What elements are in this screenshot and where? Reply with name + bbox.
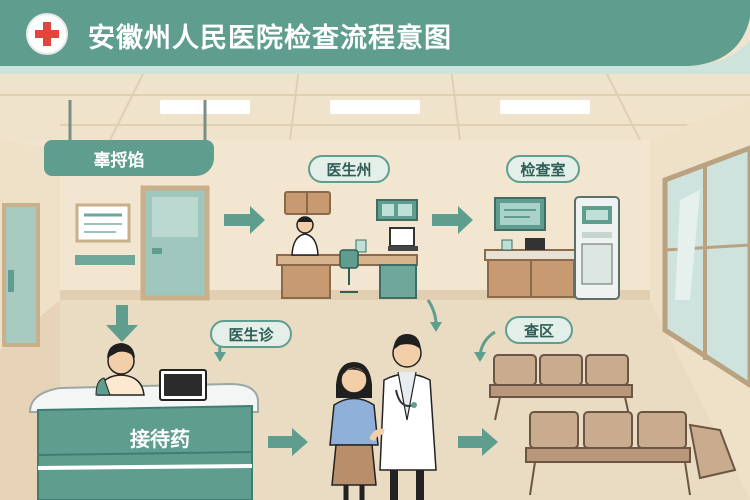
registration-sign: 辜捋馅 xyxy=(44,140,214,176)
ceiling-light xyxy=(500,100,590,114)
doctor-consult-pill: 医生诊 xyxy=(210,320,292,348)
waiting-area-label: 查区 xyxy=(523,322,554,340)
red-cross-icon xyxy=(26,13,68,55)
title-banner: 安徽州人民医院检查流程意图 xyxy=(0,0,750,74)
waiting-area-pill: 查区 xyxy=(505,316,573,344)
registration-sign-label: 辜捋馅 xyxy=(93,151,145,171)
exam-room-label: 检查室 xyxy=(520,161,566,179)
ceiling-light xyxy=(330,100,420,114)
exam-counter xyxy=(484,249,578,261)
doctor-office-label: 医生州 xyxy=(326,161,372,179)
page-title: 安徽州人民医院检查流程意图 xyxy=(88,23,452,54)
doctor-office-pill: 医生州 xyxy=(308,155,390,183)
exam-room-pill: 检查室 xyxy=(506,155,580,183)
reception-desk-label: 接待药 xyxy=(130,427,190,451)
doctor-consult-label: 医生诊 xyxy=(228,326,274,344)
office-chair xyxy=(339,249,359,269)
